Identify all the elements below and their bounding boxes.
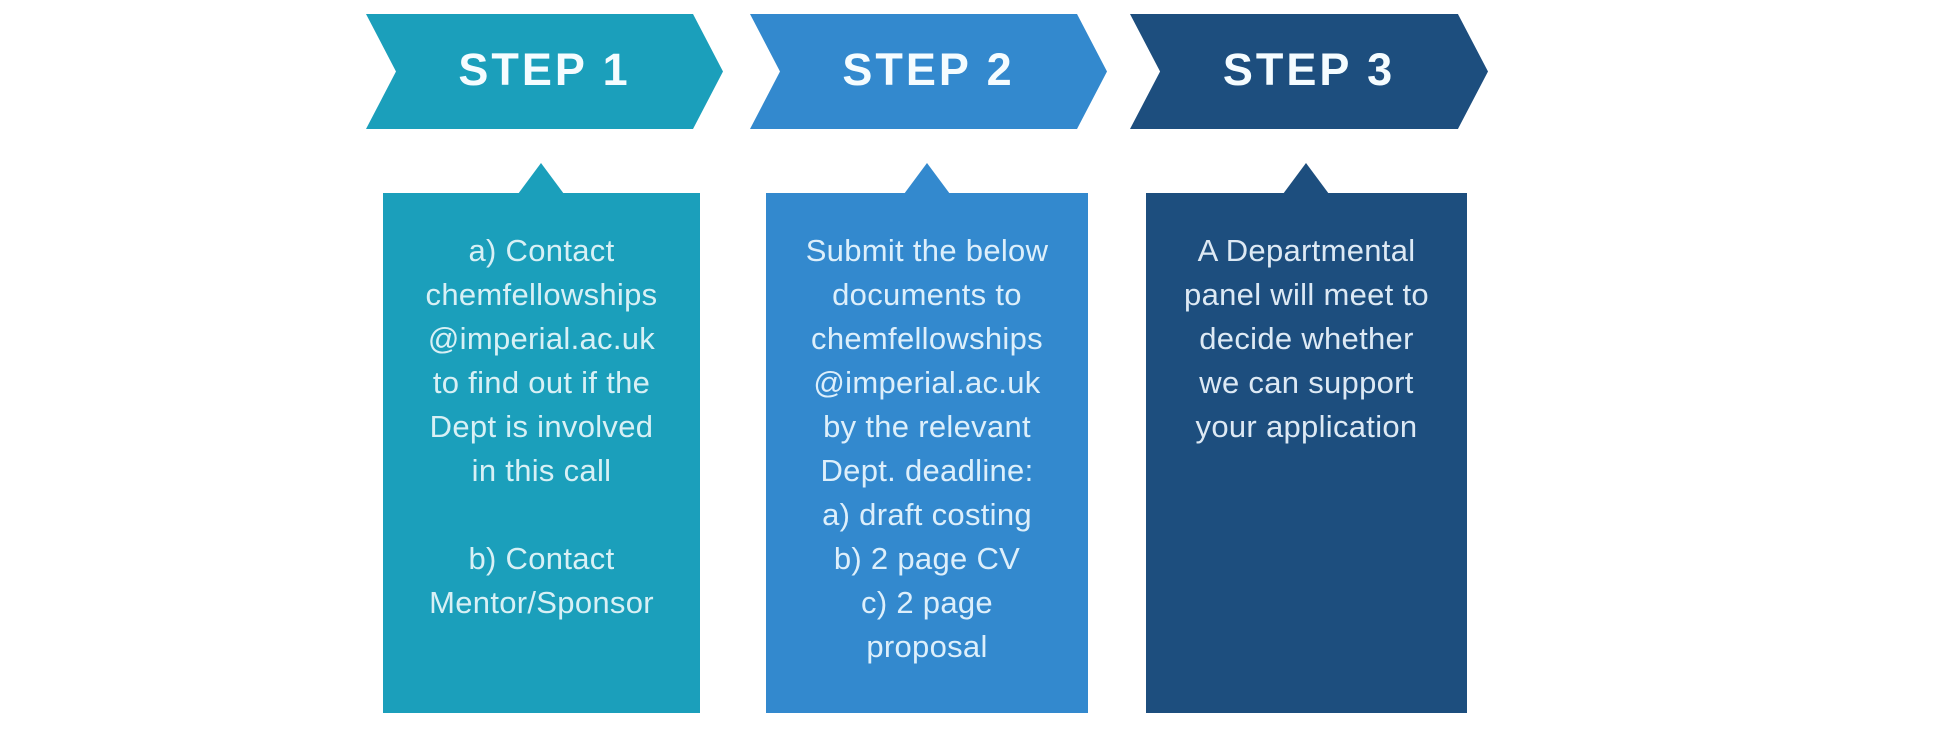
text-line: panel will meet to — [1184, 277, 1429, 312]
text-line: Mentor/Sponsor — [429, 585, 654, 620]
text-line: c) 2 page — [861, 585, 993, 620]
step1-connector-triangle — [518, 163, 564, 194]
step3-arrow-banner: STEP 3 — [1130, 14, 1488, 129]
step1-arrow-banner: STEP 1 — [366, 14, 723, 129]
step3-content-box: A Departmental panel will meet to decide w… — [1146, 193, 1467, 713]
text-line: proposal — [866, 629, 988, 664]
text-line: documents to — [832, 277, 1022, 312]
text-line: Dept. deadline: — [820, 453, 1034, 488]
text-line: b) Contact — [468, 541, 615, 576]
text-line: to find out if the — [432, 365, 651, 400]
step1-content-box: a) Contact chemfellowships @imperial.ac.uk… — [383, 193, 700, 713]
text-line: a) Contact — [468, 233, 615, 268]
text-line: your application — [1195, 409, 1418, 444]
text-line: A Departmental — [1197, 233, 1416, 268]
step2-label: STEP 2 — [842, 44, 1015, 95]
step1-label: STEP 1 — [458, 44, 631, 95]
step1-body-text: a) Contact chemfellowships @imperial.ac.uk… — [383, 229, 700, 625]
text-line — [383, 493, 700, 537]
text-line: a) draft costing — [822, 497, 1032, 532]
step2-body-text: Submit the below documents to chemfellowsh… — [766, 229, 1088, 669]
text-line: Submit the below — [805, 233, 1049, 268]
text-line: in this call — [471, 453, 612, 488]
text-line: decide whether — [1199, 321, 1414, 356]
text-line: @imperial.ac.uk — [427, 321, 656, 356]
text-line: b) 2 page CV — [833, 541, 1021, 576]
step2-arrow-banner: STEP 2 — [750, 14, 1107, 129]
step3-label: STEP 3 — [1222, 44, 1396, 95]
step3-connector-triangle — [1283, 163, 1329, 194]
text-line: we can support — [1199, 365, 1414, 400]
text-line: by the relevant — [823, 409, 1031, 444]
step2-content-box: Submit the below documents to chemfellowsh… — [766, 193, 1088, 713]
step3-body-text: A Departmental panel will meet to decide w… — [1146, 229, 1467, 449]
text-line: chemfellowships — [425, 277, 658, 312]
text-line: @imperial.ac.uk — [813, 365, 1041, 400]
step2-connector-triangle — [904, 163, 950, 194]
text-line: Dept is involved — [429, 409, 654, 444]
text-line: chemfellowships — [811, 321, 1043, 356]
